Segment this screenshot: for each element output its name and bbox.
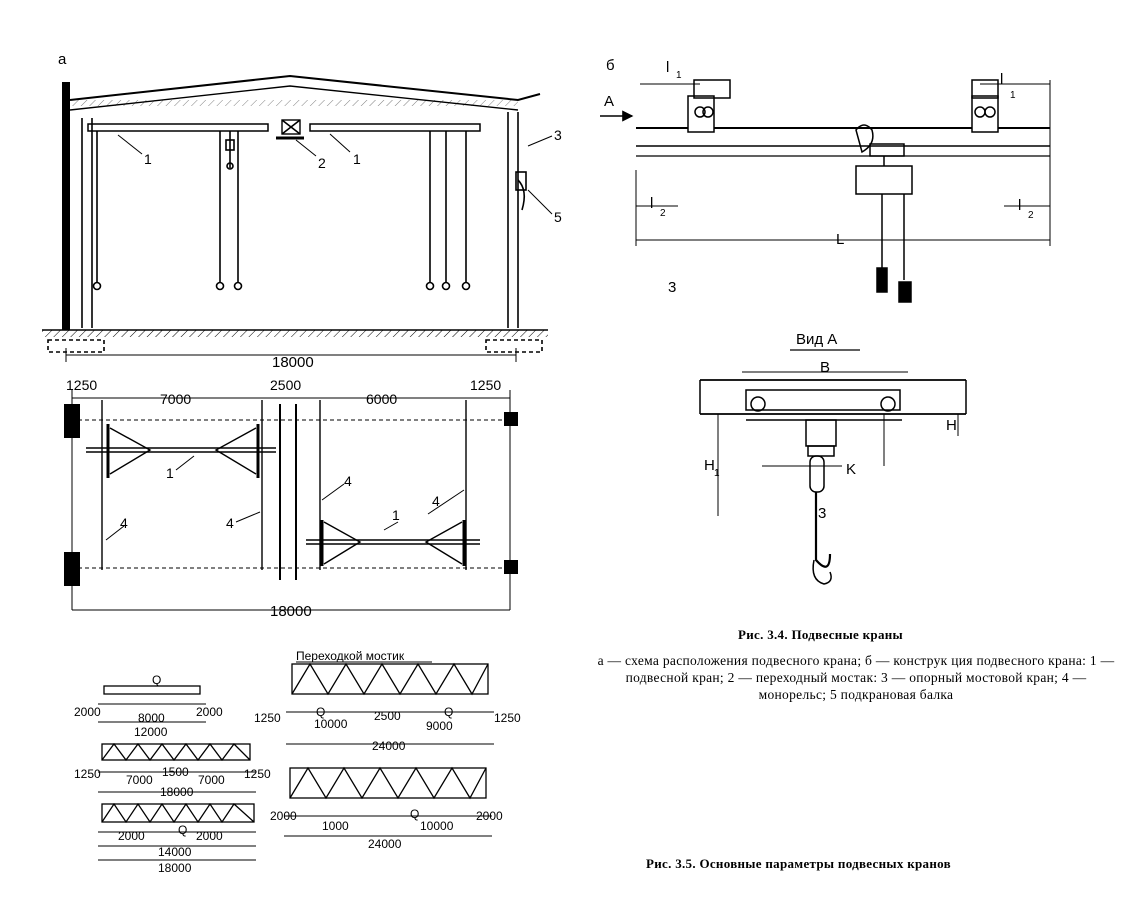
s4-total: 24000 — [372, 739, 406, 753]
dim-h1-label: H — [704, 457, 715, 474]
view-a-title: Вид А — [796, 331, 837, 348]
l1-label: l — [666, 59, 669, 76]
panel-b-callout-3: 3 — [668, 279, 676, 296]
s4-q2: Q — [444, 705, 453, 719]
dim-2500: 2500 — [270, 377, 301, 393]
s1-q: Q — [152, 673, 161, 687]
panel-b-label: б — [606, 57, 615, 74]
l1r-sub: 1 — [1010, 90, 1016, 101]
s3-total: 18000 — [158, 861, 192, 875]
callout-1b: 1 — [353, 151, 361, 167]
span-l-label: L — [836, 231, 844, 248]
s2-b: 7000 — [198, 773, 225, 787]
fig35-labels: Q 2000 8000 2000 12000 1250 7000 1500 70… — [74, 649, 521, 875]
panel-b — [635, 79, 1051, 303]
l1r-label: l — [1000, 71, 1003, 88]
view-a-callout-3: 3 — [818, 505, 826, 522]
s3-inner: 14000 — [158, 845, 192, 859]
view-a — [699, 371, 967, 585]
plan-callout-4b: 4 — [432, 493, 440, 509]
l2r-label: l — [1018, 197, 1021, 214]
l2-sub: 2 — [660, 208, 666, 219]
plan-callout-4a: 4 — [344, 473, 352, 489]
panel-a-section: а — [42, 51, 548, 362]
view-a-labels: Вид А B H H 1 K 3 — [704, 331, 957, 522]
plan-callout-4c: 4 — [226, 515, 234, 531]
s3-q: Q — [178, 823, 187, 837]
s5-b: 10000 — [420, 819, 454, 833]
dim-h1-sub: 1 — [714, 468, 720, 479]
dim-6000: 6000 — [366, 391, 397, 407]
panel-a-plan — [64, 390, 518, 611]
callout-3: 3 — [554, 127, 562, 143]
plan-callout-4d: 4 — [120, 515, 128, 531]
span-label: 18000 — [272, 354, 314, 371]
dim-h-label: H — [946, 417, 957, 434]
fig35-title: Рис. 3.5. Основные параметры подвесных к… — [646, 856, 951, 871]
panel-a-label: а — [58, 51, 67, 68]
s2-mid: 1500 — [162, 765, 189, 779]
s5-a: 1000 — [322, 819, 349, 833]
s1-left: 2000 — [74, 705, 101, 719]
l1-sub: 1 — [676, 70, 682, 81]
s5-left: 2000 — [270, 809, 297, 823]
l2-label: l — [650, 195, 653, 212]
s5-total: 24000 — [368, 837, 402, 851]
panel-a-plan-labels: 1250 7000 2500 6000 1250 1 1 4 4 4 4 180… — [66, 377, 501, 620]
s4-left: 1250 — [254, 711, 281, 725]
fig34-caption: а — схема расположения подвесного крана;… — [597, 653, 1115, 702]
dim-b-label: B — [820, 359, 830, 376]
s3-b: 2000 — [196, 829, 223, 843]
s4-q1: Q — [316, 705, 325, 719]
dim-1250-left: 1250 — [66, 377, 97, 393]
arrow-a-label: A — [604, 93, 614, 110]
s4-right: 1250 — [494, 711, 521, 725]
plan-callout-1b: 1 — [392, 507, 400, 523]
l2r-sub: 2 — [1028, 210, 1034, 221]
callout-2: 2 — [318, 155, 326, 171]
bridge-label: Переходкой мостик — [296, 649, 405, 663]
panel-a-callouts: 1 2 1 3 5 18000 — [117, 127, 562, 371]
dim-7000: 7000 — [160, 391, 191, 407]
s2-right: 1250 — [244, 767, 271, 781]
s1-total: 12000 — [134, 725, 168, 739]
fig35-schemes — [98, 662, 494, 861]
s1-right: 2000 — [196, 705, 223, 719]
s2-a: 7000 — [126, 773, 153, 787]
dim-1250-right: 1250 — [470, 377, 501, 393]
s2-left: 1250 — [74, 767, 101, 781]
fig34-title: Рис. 3.4. Подвесные краны — [738, 627, 904, 642]
s1-mid: 8000 — [138, 711, 165, 725]
callout-5: 5 — [554, 209, 562, 225]
s5-right: 2000 — [476, 809, 503, 823]
s4-a: 10000 — [314, 717, 348, 731]
s3-a: 2000 — [118, 829, 145, 843]
dim-k-label: K — [846, 461, 856, 478]
plan-span-label: 18000 — [270, 603, 312, 620]
callout-1: 1 — [144, 151, 152, 167]
panel-b-labels: б A l 1 l 1 l 2 l 2 L 3 — [600, 57, 1034, 296]
s4-b: 9000 — [426, 719, 453, 733]
s5-q: Q — [410, 807, 419, 821]
s2-total: 18000 — [160, 785, 194, 799]
plan-callout-1: 1 — [166, 465, 174, 481]
s4-mid: 2500 — [374, 709, 401, 723]
